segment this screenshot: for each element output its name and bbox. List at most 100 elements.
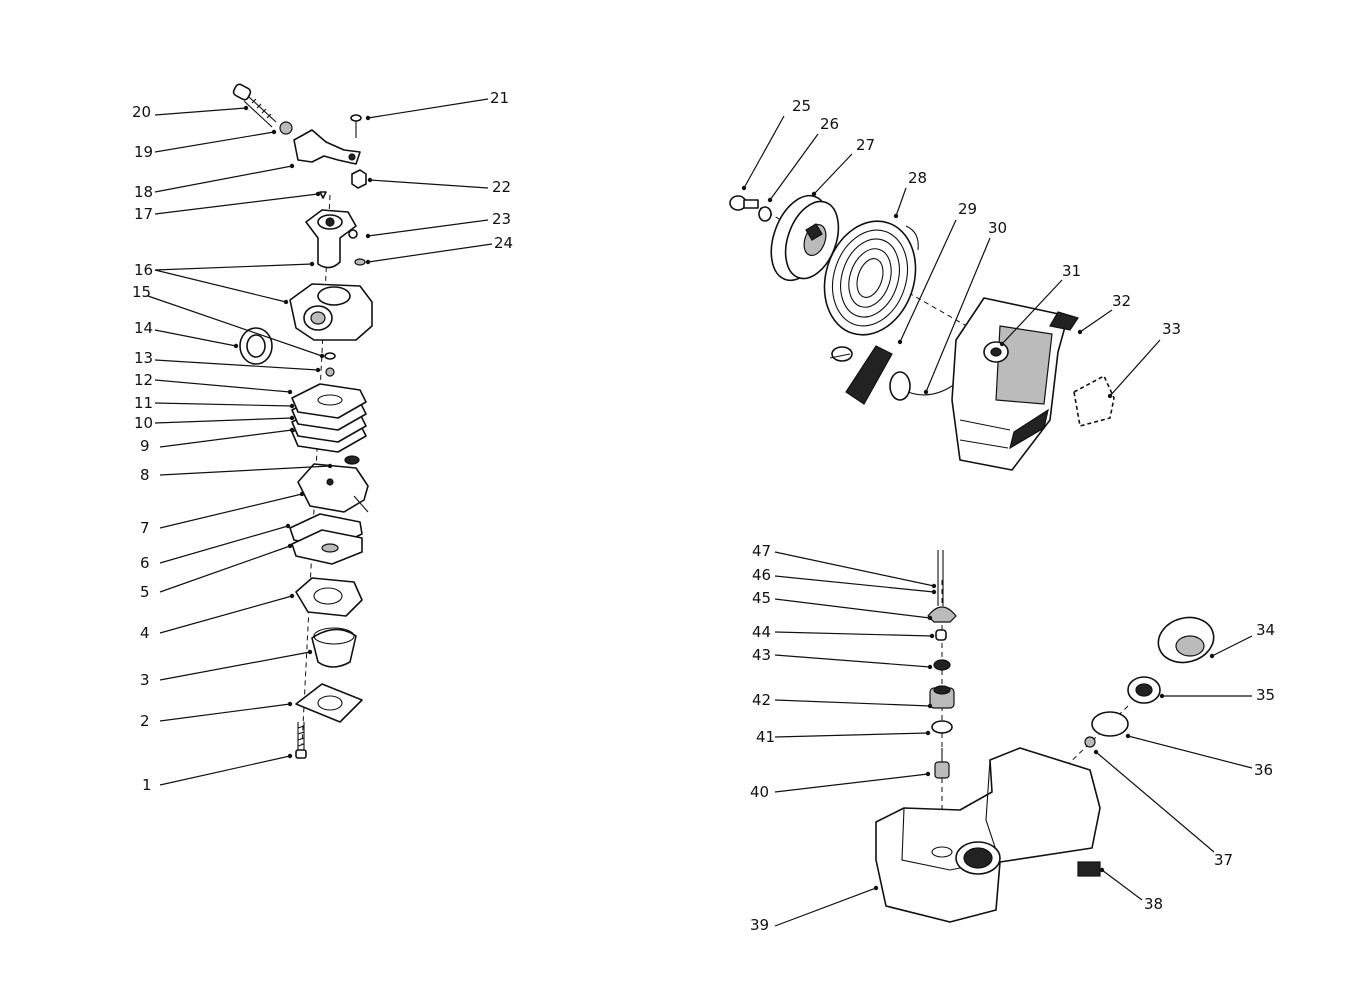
leader-line xyxy=(774,699,931,707)
leader-line xyxy=(895,187,907,217)
callout-38: 38 xyxy=(1144,895,1163,913)
leader-dot xyxy=(1209,653,1215,659)
part-21-screw xyxy=(350,114,362,138)
callout-1: 1 xyxy=(142,776,152,794)
part-17-pin xyxy=(319,191,327,199)
leader-dot xyxy=(927,664,933,670)
callout-9: 9 xyxy=(140,437,150,455)
leader-line xyxy=(367,98,489,119)
leader-line xyxy=(774,598,931,619)
part-34-fuel-cap xyxy=(1157,616,1215,664)
part-4-cover xyxy=(295,577,363,617)
part-41-washer xyxy=(931,720,953,734)
leader-line xyxy=(1079,309,1113,333)
leader-lines xyxy=(147,98,1253,927)
leader-line xyxy=(1211,635,1253,657)
leader-line xyxy=(774,654,931,668)
leader-dot xyxy=(365,233,371,239)
callout-labels: 20 19 18 17 16 15 14 13 12 11 10 9 8 7 6… xyxy=(132,89,1275,934)
leader-line xyxy=(369,179,489,189)
callout-28: 28 xyxy=(908,169,927,187)
part-13-screen xyxy=(325,367,335,377)
leader-line xyxy=(159,651,311,681)
part-33-plate xyxy=(1073,375,1115,427)
leader-dot xyxy=(289,163,295,169)
leader-line xyxy=(769,133,819,201)
leader-dot xyxy=(1093,749,1099,755)
leader-dot xyxy=(811,191,817,197)
fuel-tank-assembly xyxy=(875,550,1215,923)
callout-19: 19 xyxy=(134,143,153,161)
leader-line xyxy=(899,219,957,343)
leader-line xyxy=(774,551,935,587)
callout-41: 41 xyxy=(756,728,775,746)
leader-dot xyxy=(925,730,931,736)
callout-47: 47 xyxy=(752,542,771,560)
leader-dot xyxy=(289,427,295,433)
callout-31: 31 xyxy=(1062,262,1081,280)
leader-line xyxy=(813,153,853,195)
callout-27: 27 xyxy=(856,136,875,154)
part-22-clip xyxy=(351,169,367,189)
leader-line xyxy=(1095,751,1215,853)
leader-dot xyxy=(289,593,295,599)
leader-dot xyxy=(767,197,773,203)
leader-line xyxy=(159,493,303,529)
part-16-carburetor-body xyxy=(289,283,373,341)
callout-6: 6 xyxy=(140,554,150,572)
callout-21: 21 xyxy=(490,89,509,107)
leader-line xyxy=(774,575,935,593)
leader-line xyxy=(154,402,293,407)
leader-dot xyxy=(289,403,295,409)
leader-dot xyxy=(927,615,933,621)
callout-5: 5 xyxy=(140,583,150,601)
callout-36: 36 xyxy=(1254,761,1273,779)
leader-dot xyxy=(271,129,277,135)
leader-dot xyxy=(287,753,293,759)
part-15-oring xyxy=(324,352,336,360)
leader-dot xyxy=(289,415,295,421)
leader-dot xyxy=(893,213,899,219)
callout-8: 8 xyxy=(140,466,150,484)
callout-32: 32 xyxy=(1112,292,1131,310)
callout-33: 33 xyxy=(1162,320,1181,338)
leader-dot xyxy=(897,339,903,345)
part-45-grommet xyxy=(927,606,957,623)
leader-dot xyxy=(1107,393,1113,399)
callout-46: 46 xyxy=(752,566,771,584)
leader-dot xyxy=(927,703,933,709)
leader-line xyxy=(154,359,319,371)
leader-dot xyxy=(931,589,937,595)
leader-line xyxy=(159,755,291,786)
callout-42: 42 xyxy=(752,691,771,709)
leader-dot xyxy=(365,115,371,121)
leader-line xyxy=(925,237,991,393)
parts-9-12-gaskets xyxy=(291,383,367,453)
leader-dot xyxy=(1125,733,1131,739)
leader-dot xyxy=(923,389,929,395)
leader-line xyxy=(1109,339,1161,397)
leader-line xyxy=(743,115,785,189)
leader-dot xyxy=(931,583,937,589)
leader-line xyxy=(154,193,319,215)
leader-line xyxy=(154,107,247,116)
part-43-washer xyxy=(933,659,951,671)
leader-line xyxy=(774,732,929,738)
part-18-lever xyxy=(293,129,361,165)
callout-30: 30 xyxy=(988,219,1007,237)
leader-dot xyxy=(741,185,747,191)
part-19-nut xyxy=(279,121,293,135)
leader-line xyxy=(159,525,289,564)
part-42-bushing xyxy=(929,685,955,709)
leader-dot xyxy=(285,523,291,529)
carburetor-assembly xyxy=(232,83,373,759)
callout-34: 34 xyxy=(1256,621,1275,639)
leader-dot xyxy=(299,491,305,497)
callout-25: 25 xyxy=(792,97,811,115)
part-3-cup xyxy=(311,627,357,668)
callout-12: 12 xyxy=(134,371,153,389)
part-29-handle xyxy=(829,345,911,405)
leader-line xyxy=(147,295,323,357)
leader-line xyxy=(159,595,293,634)
callout-24: 24 xyxy=(494,234,513,252)
